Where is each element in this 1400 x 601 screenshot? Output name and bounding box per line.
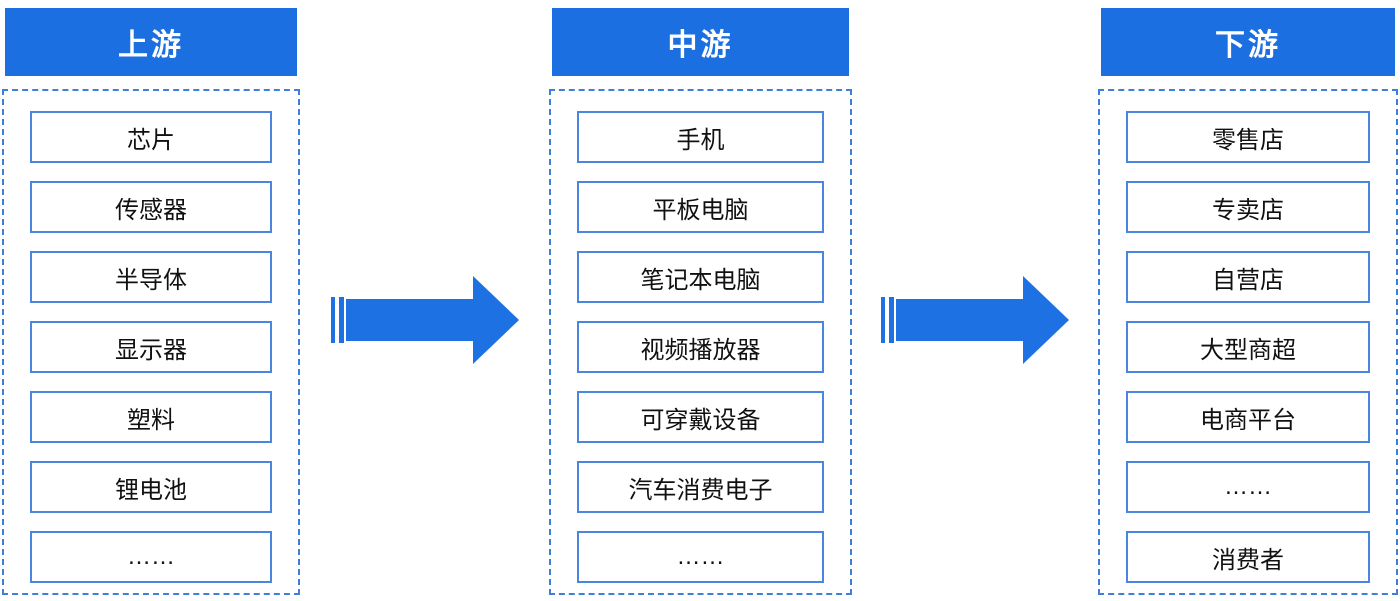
striped-right-arrow-icon <box>331 276 519 364</box>
downstream-item-retail-store: 零售店 <box>1126 111 1370 163</box>
column-upstream: 上游 芯片 传感器 半导体 显示器 塑料 锂电池 …… <box>2 8 300 595</box>
midstream-item-tablet: 平板电脑 <box>577 181 824 233</box>
upstream-item-chip: 芯片 <box>30 111 272 163</box>
arrow-upstream-to-midstream <box>331 276 519 364</box>
upstream-item-lithium-battery: 锂电池 <box>30 461 272 513</box>
midstream-item-laptop: 笔记本电脑 <box>577 251 824 303</box>
striped-right-arrow-icon <box>881 276 1069 364</box>
downstream-item-consumer: 消费者 <box>1126 531 1370 583</box>
upstream-item-display: 显示器 <box>30 321 272 373</box>
downstream-item-self-operated-store: 自营店 <box>1126 251 1370 303</box>
upstream-item-semiconductor: 半导体 <box>30 251 272 303</box>
midstream-item-automotive-electronics: 汽车消费电子 <box>577 461 824 513</box>
column-downstream: 下游 零售店 专卖店 自营店 大型商超 电商平台 …… 消费者 <box>1098 8 1398 595</box>
midstream-item-group: 手机 平板电脑 笔记本电脑 视频播放器 可穿戴设备 汽车消费电子 …… <box>549 89 852 595</box>
midstream-item-wearable: 可穿戴设备 <box>577 391 824 443</box>
midstream-item-ellipsis: …… <box>577 531 824 583</box>
midstream-item-video-player: 视频播放器 <box>577 321 824 373</box>
upstream-header: 上游 <box>5 8 297 76</box>
downstream-item-hypermarket: 大型商超 <box>1126 321 1370 373</box>
midstream-header: 中游 <box>552 8 849 76</box>
downstream-item-specialty-store: 专卖店 <box>1126 181 1370 233</box>
column-midstream: 中游 手机 平板电脑 笔记本电脑 视频播放器 可穿戴设备 汽车消费电子 …… <box>549 8 852 595</box>
upstream-item-ellipsis: …… <box>30 531 272 583</box>
downstream-header: 下游 <box>1101 8 1395 76</box>
arrow-midstream-to-downstream <box>881 276 1069 364</box>
downstream-item-ecommerce-platform: 电商平台 <box>1126 391 1370 443</box>
upstream-item-plastic: 塑料 <box>30 391 272 443</box>
downstream-item-group: 零售店 专卖店 自营店 大型商超 电商平台 …… 消费者 <box>1098 89 1398 595</box>
upstream-item-sensor: 传感器 <box>30 181 272 233</box>
midstream-item-phone: 手机 <box>577 111 824 163</box>
downstream-item-ellipsis: …… <box>1126 461 1370 513</box>
upstream-item-group: 芯片 传感器 半导体 显示器 塑料 锂电池 …… <box>2 89 300 595</box>
